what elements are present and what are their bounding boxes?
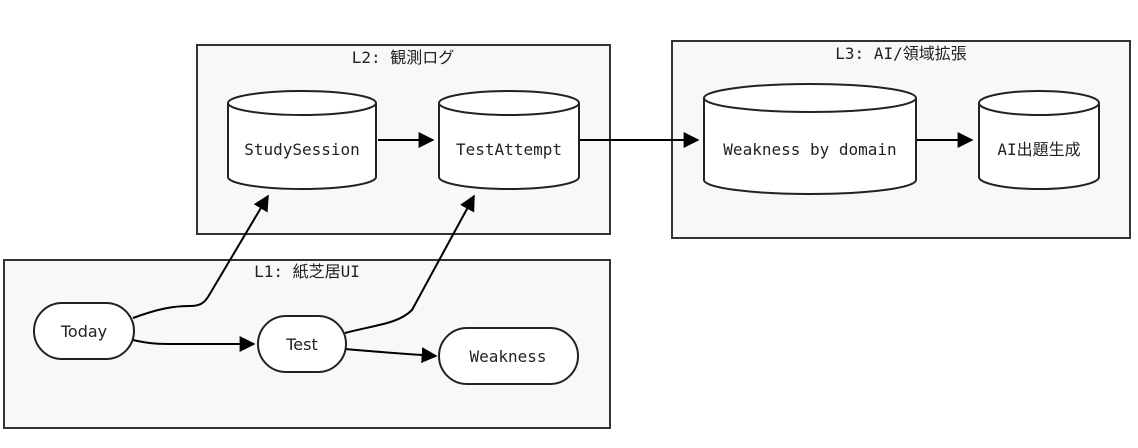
- today-label: Today: [60, 322, 107, 341]
- study-session-label: StudySession: [244, 140, 360, 159]
- weakness-by-domain-label: Weakness by domain: [723, 140, 896, 159]
- test-box: [257, 315, 347, 373]
- edge-test-to-test-attempt: [344, 194, 475, 334]
- cluster-l3-title: L3: AI/領域拡張: [835, 44, 966, 63]
- edge-today-to-test: [132, 336, 256, 352]
- node-ai-generation[interactable]: AI出題生成: [978, 90, 1100, 190]
- node-weakness-by-domain[interactable]: Weakness by domain: [703, 83, 917, 195]
- cluster-l2-title: L2: 観測ログ: [352, 48, 455, 67]
- study-session-cylinder-rim: [227, 102, 377, 116]
- node-test-attempt[interactable]: TestAttempt: [438, 90, 580, 190]
- weakness-by-domain-cylinder: [703, 83, 917, 195]
- weakness-label: Weakness: [469, 347, 546, 366]
- node-study-session[interactable]: StudySession: [227, 90, 377, 190]
- weakness-box: [438, 327, 579, 385]
- test-label: Test: [285, 335, 318, 354]
- edges: [132, 132, 974, 364]
- ai-generation-cylinder: [978, 90, 1100, 190]
- weakness-by-domain-cylinder-rim: [703, 97, 917, 113]
- edge-today-to-study-session: [132, 194, 269, 319]
- node-weakness[interactable]: Weakness: [438, 327, 579, 385]
- today-box: [33, 302, 135, 360]
- cluster-l1-title: L1: 紙芝居UI: [254, 262, 360, 281]
- node-today[interactable]: Today: [33, 302, 135, 360]
- ai-generation-cylinder-rim: [978, 102, 1100, 116]
- ai-generation-label: AI出題生成: [997, 140, 1080, 159]
- study-session-cylinder: [227, 90, 377, 190]
- test-attempt-cylinder-rim: [438, 102, 580, 116]
- test-attempt-cylinder: [438, 90, 580, 190]
- test-attempt-label: TestAttempt: [456, 140, 562, 159]
- node-test[interactable]: Test: [257, 315, 347, 373]
- edge-test-to-weakness: [344, 347, 438, 364]
